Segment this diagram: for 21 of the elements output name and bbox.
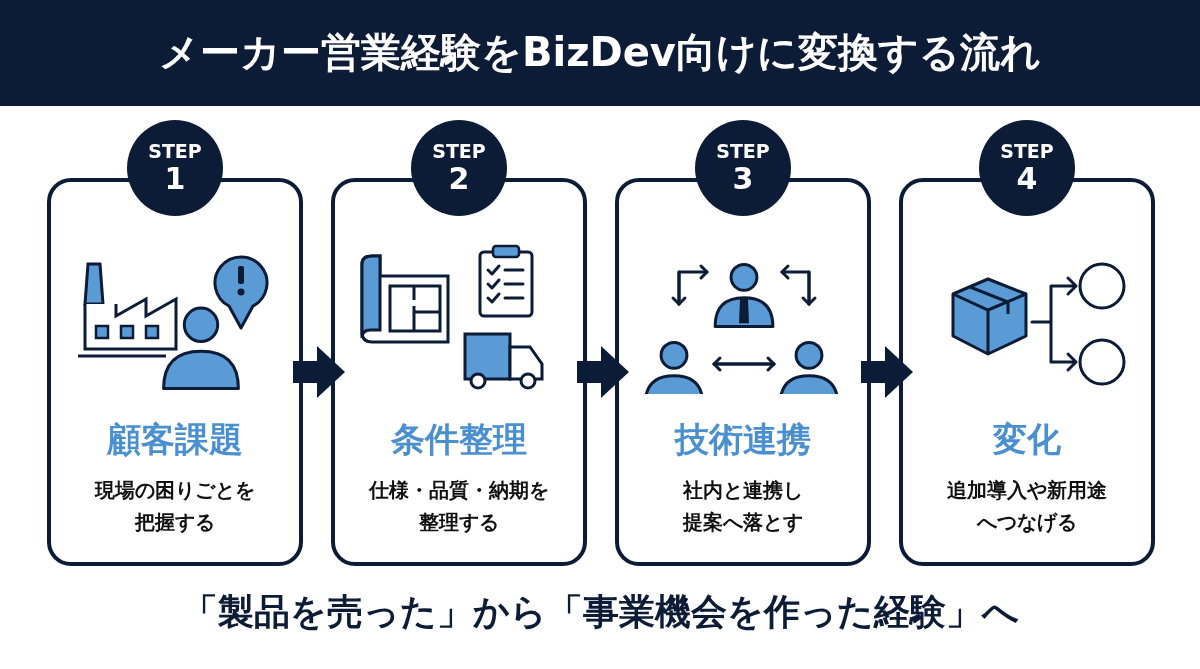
step-description: 仕様・品質・納期を整理する — [367, 477, 550, 536]
step-label: STEP — [148, 140, 202, 162]
step-description: 追加導入や新用途へつなげる — [946, 477, 1108, 536]
step-description: 社内と連携し提案へ落とす — [681, 477, 804, 536]
caption: 「製品を売った」から「事業機会を作った経験」へ — [180, 590, 1020, 634]
step-heading: 顧客課題 — [105, 418, 244, 460]
step-heading: 条件整理 — [390, 418, 528, 460]
step-number: 1 — [164, 162, 186, 196]
flow-arrow — [577, 346, 629, 398]
step-number: 3 — [732, 162, 754, 196]
step-label: STEP — [716, 140, 770, 162]
title: メーカー営業経験をBizDev向けに変換する流れ — [158, 28, 1042, 77]
step-heading: 技術連携 — [673, 418, 812, 460]
step-number: 4 — [1016, 162, 1038, 196]
step-description: 現場の困りごとを把握する — [93, 477, 256, 536]
flow-arrow — [293, 346, 345, 398]
step-label: STEP — [1000, 140, 1054, 162]
flow-arrow — [861, 346, 913, 398]
step-number: 2 — [448, 162, 470, 196]
step-label: STEP — [432, 140, 486, 162]
step-heading: 変化 — [992, 418, 1062, 460]
